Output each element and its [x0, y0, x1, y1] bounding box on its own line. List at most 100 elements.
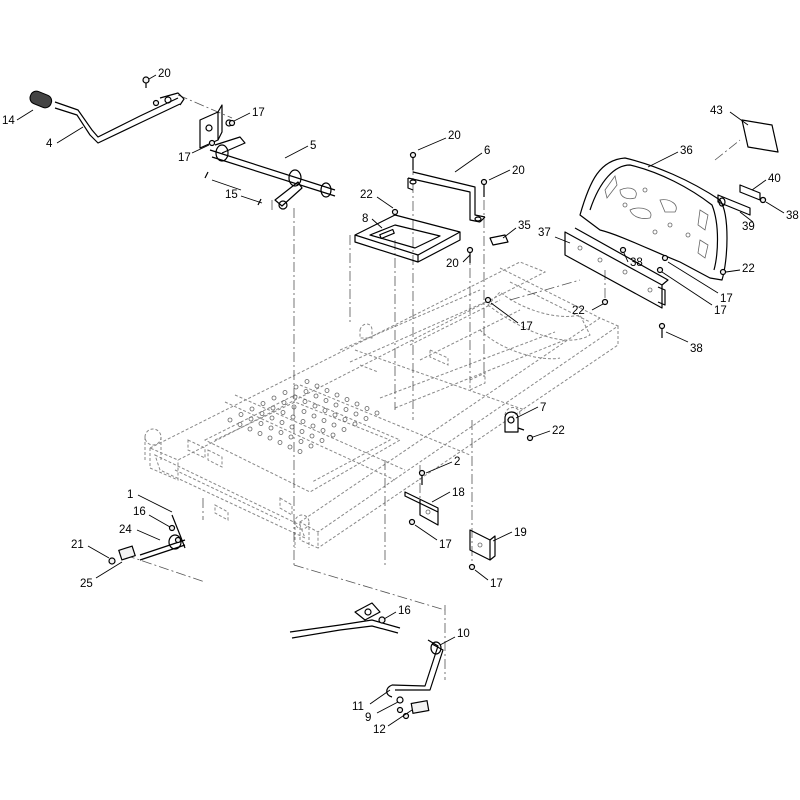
callout-label: 12	[373, 724, 386, 736]
floor-pan-hole	[330, 432, 336, 438]
callout-22-b: 22	[725, 263, 755, 275]
callout-label: 38	[690, 343, 703, 355]
floor-pan-hole	[304, 379, 310, 384]
floor-pan-hole	[270, 405, 276, 411]
callout-label: 17	[720, 293, 733, 305]
callout-16-a: 16	[133, 506, 171, 528]
callout-39: 39	[739, 211, 755, 233]
callout-16-b: 16	[383, 605, 411, 620]
callout-22-d: 22	[532, 425, 565, 438]
floor-pan-hole	[298, 439, 304, 444]
floor-pan-hole	[314, 383, 320, 389]
part-5-shaft	[204, 136, 336, 210]
part-10-lever	[289, 602, 444, 715]
floor-pan-hole	[332, 412, 338, 418]
callout-label: 15	[225, 189, 238, 201]
part-6-bracket	[407, 171, 486, 223]
floor-pan-holes	[227, 379, 380, 454]
callout-label: 20	[448, 130, 461, 142]
callout-24: 24	[119, 524, 161, 541]
callout-4: 4	[46, 126, 84, 150]
floor-pan-hole	[308, 443, 314, 449]
fasteners	[108, 76, 767, 720]
floor-pan-hole	[269, 415, 275, 421]
callout-21: 21	[71, 539, 110, 559]
callout-12: 12	[373, 709, 413, 736]
callout-17-c: 17	[667, 261, 733, 305]
callout-7: 7	[515, 402, 546, 419]
callout-40: 40	[751, 173, 781, 191]
floor-pan-hole	[354, 401, 360, 407]
floor-pan-hole	[300, 419, 306, 424]
floor-pan-hole	[281, 400, 287, 405]
callout-label: 4	[46, 138, 53, 150]
floor-pan-hole	[331, 422, 337, 428]
floor-pan-hole	[247, 426, 253, 432]
callout-label: 18	[452, 487, 465, 499]
callout-label: 17	[520, 321, 533, 333]
part-7-eyebolt	[504, 411, 525, 433]
callout-label: 37	[538, 227, 551, 239]
callout-label: 11	[352, 701, 364, 713]
callout-9: 9	[365, 701, 399, 724]
part-43-decal	[741, 119, 779, 153]
floor-pan-hole	[278, 430, 284, 435]
floor-pan-hole	[323, 398, 329, 403]
callout-label: 1	[127, 489, 133, 501]
callout-17-b: 17	[178, 144, 210, 164]
floor-pan-hole	[322, 408, 328, 413]
callouts: 20 14 4 17 17 5 15 20	[2, 68, 799, 736]
floor-pan-hole	[364, 406, 370, 411]
callout-label: 10	[457, 628, 470, 640]
callout-25: 25	[80, 561, 123, 590]
floor-pan-hole	[310, 423, 316, 429]
callout-label: 24	[119, 524, 132, 536]
callout-label: 17	[178, 152, 191, 164]
floor-pan-hole	[260, 401, 266, 406]
callout-label: 2	[454, 456, 460, 468]
part-18-bracket	[404, 491, 439, 526]
callout-label: 20	[512, 165, 525, 177]
callout-label: 16	[133, 506, 146, 518]
floor-pan-hole	[267, 435, 273, 441]
floor-pan-hole	[257, 431, 263, 436]
floor-pan-hole	[271, 395, 277, 401]
callout-label: 25	[80, 578, 93, 590]
floor-pan-hole	[342, 417, 348, 422]
floor-pan-hole	[321, 418, 327, 423]
callout-17-f: 17	[414, 524, 452, 551]
callout-8: 8	[362, 213, 383, 229]
callout-15: 15	[211, 179, 263, 204]
callout-label: 14	[2, 115, 15, 127]
callout-label: 8	[362, 213, 368, 225]
floor-pan-hole	[237, 422, 243, 427]
callout-label: 17	[439, 539, 452, 551]
floor-pan-hole	[299, 429, 305, 434]
floor-pan-hole	[248, 416, 254, 422]
floor-pan-hole	[309, 433, 315, 439]
part-37-rail	[564, 227, 669, 309]
callout-11: 11	[352, 689, 391, 713]
callout-label: 22	[360, 189, 373, 201]
floor-pan-hole	[288, 434, 294, 440]
floor-pan-hole	[238, 412, 244, 417]
floor-pan-hole	[353, 411, 359, 417]
callout-38-c: 38	[665, 331, 703, 355]
explosion-lines	[124, 94, 741, 680]
callout-43: 43	[710, 105, 749, 126]
floor-pan-hole	[341, 427, 347, 432]
floor-pan-hole	[319, 438, 325, 443]
floor-pan-hole	[302, 399, 308, 404]
part-24-linkage	[118, 514, 186, 561]
callout-38-b: 38	[623, 252, 643, 269]
callout-14: 14	[2, 109, 34, 127]
floor-pan-hole	[292, 394, 298, 400]
callout-label: 43	[710, 105, 723, 117]
callout-label: 22	[552, 425, 565, 437]
callout-35: 35	[502, 220, 531, 239]
floor-pan-hole	[268, 425, 274, 431]
part-35-tab	[489, 234, 509, 246]
callout-17-e: 17	[490, 302, 533, 333]
floor-pan-hole	[282, 390, 288, 395]
callout-label: 7	[540, 402, 546, 414]
